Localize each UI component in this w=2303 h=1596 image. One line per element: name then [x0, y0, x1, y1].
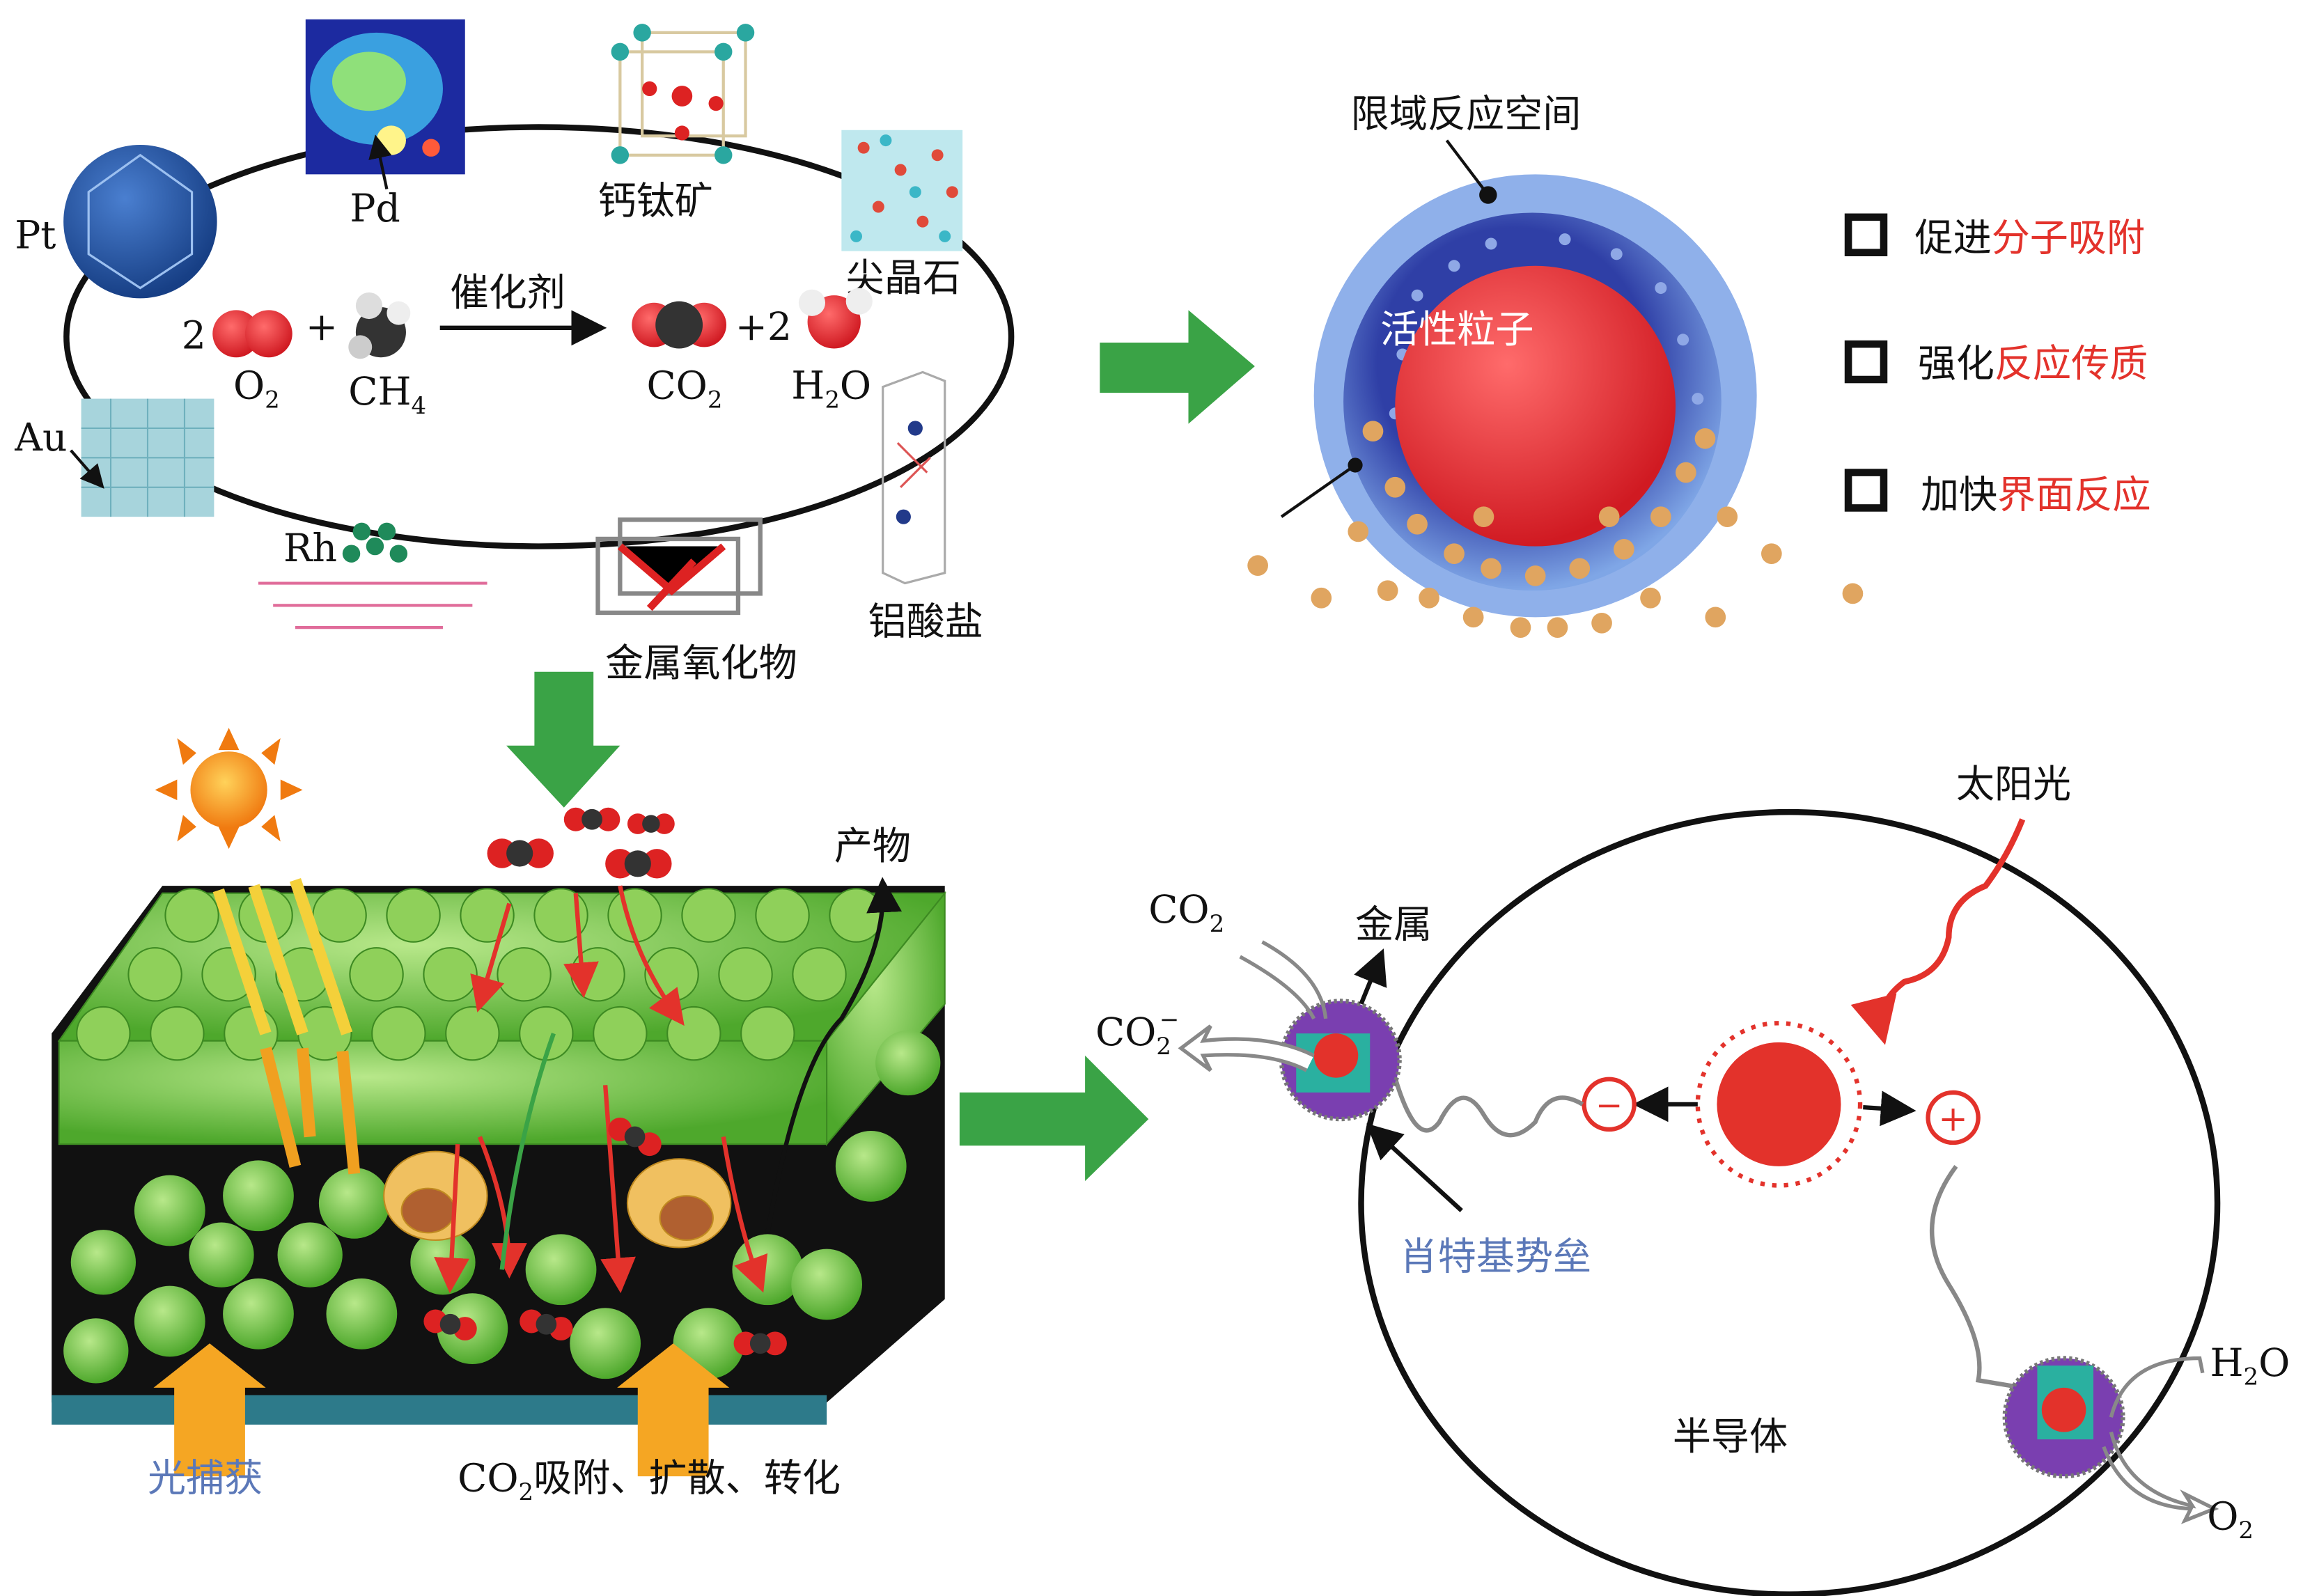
active-particle-core: [1395, 265, 1676, 547]
light-rays: [212, 877, 361, 1175]
co2-input-arrow: [617, 1343, 730, 1477]
sunlight-wave: [1850, 818, 2026, 1045]
metal-cocatalyst-icon: [1279, 999, 1402, 1122]
co2-inflow: [1239, 940, 1328, 1020]
nanorod-array-panel: 产物 光捕获 CO2吸附、扩散、转化: [52, 728, 946, 1505]
label-semiconductor: 半导体: [1673, 1414, 1788, 1459]
green-arrow-right-top: [1100, 310, 1255, 424]
benefit-item: 促进分子吸附: [1844, 213, 2145, 260]
electron-hole-generation-icon: [1695, 1021, 1863, 1188]
pd-pointer: [368, 134, 392, 189]
coef-o2: 2: [182, 313, 206, 357]
benefit-text: 促进分子吸附: [1914, 216, 2145, 260]
label-ch4: CH4: [348, 369, 426, 419]
coef-h2o: +2: [735, 304, 792, 349]
au-image: [81, 398, 214, 517]
green-arrow-right-bottom: [959, 1055, 1149, 1182]
benefit-text: 加快界面反应: [1921, 472, 2151, 517]
hole-path: [1930, 1165, 2023, 1391]
aluminate-structure-icon: [882, 370, 946, 585]
metal-oxide-structure-icon: [595, 517, 763, 616]
metal-pointer: [1354, 948, 1387, 1005]
pointer-particle: [1280, 464, 1357, 518]
catalyst-ring-panel: Pt Pd 钙钛矿 尖晶石 Au Rh 金属氧化物 铝酸盐 催化剂 2 + +2…: [14, 19, 1015, 685]
plus-sign: +: [306, 304, 338, 349]
label-active-particle: 活性粒子: [1380, 307, 1533, 352]
schottky-pointer: [1366, 1123, 1463, 1212]
label-metal: 金属: [1355, 902, 1432, 946]
confined-particle-panel: 限域反应空间 活性粒子 促进分子吸附 强化反应传质 加快界面反应: [1247, 92, 2151, 638]
label-co2-process: CO2吸附、扩散、转化: [458, 1455, 841, 1505]
pd-map-image: [305, 19, 465, 175]
ch4-molecule-icon: [348, 292, 411, 359]
co2-diffusion-arrows: [434, 885, 768, 1294]
porous-clusters: [383, 1150, 732, 1249]
benefit-item: 强化反应传质: [1844, 340, 2148, 386]
label-co2: CO2: [647, 363, 723, 414]
label-h2o: H2O: [791, 363, 871, 414]
co2-molecule-icon: [632, 301, 726, 349]
shell-pores: [1389, 233, 1704, 420]
h2o-molecule-icon: [798, 288, 873, 349]
label-metal-oxide: 金属氧化物: [605, 641, 797, 685]
label-sunlight: 太阳光: [1956, 762, 2071, 806]
reaction-equation: 2 + +2 O2 CH4 CO2 H2O: [182, 288, 873, 419]
hole-icon: +: [1926, 1090, 1981, 1145]
label-light-capture: 光捕获: [148, 1455, 263, 1500]
pointer-space: [1445, 139, 1490, 196]
catalyst-ring: [63, 124, 1015, 549]
checkbox-icon: [1844, 340, 1888, 384]
co2-molecules: [423, 807, 787, 1356]
label-aluminate: 铝酸盐: [868, 600, 983, 644]
sun-icon: [155, 728, 303, 850]
au-pointer: [70, 449, 104, 489]
label-product: 产物: [834, 824, 911, 868]
benefit-item: 加快界面反应: [1844, 469, 2151, 517]
minus-sign: −: [1595, 1086, 1623, 1124]
pointer-dot: [1479, 186, 1497, 204]
electron-path: [1393, 1077, 1584, 1138]
pointer-dot: [1348, 457, 1363, 473]
label-o2: O2: [2207, 1494, 2254, 1544]
rh-cluster-icon: [258, 522, 487, 629]
perovskite-structure-icon: [611, 24, 755, 164]
light-capture-arrow: [153, 1343, 266, 1477]
label-pt: Pt: [15, 212, 56, 257]
electron-icon: −: [1582, 1077, 1637, 1132]
nanorod-tops: [76, 888, 884, 1061]
water-oxidation-arrow: [2102, 1356, 2219, 1524]
checkbox-icon: [1844, 469, 1888, 512]
label-co2: CO2: [1148, 887, 1224, 937]
label-au: Au: [14, 415, 67, 460]
label-perovskite: 钙钛矿: [598, 179, 713, 224]
product-arrow: [765, 877, 902, 1233]
label-o2: O2: [233, 363, 280, 414]
green-arrow-down: [506, 671, 620, 808]
plus-sign: +: [1938, 1098, 1968, 1139]
label-schottky-barrier: 肖特基势垒: [1400, 1234, 1592, 1278]
green-path-arrow: [499, 1033, 556, 1270]
adsorbed-molecules: [1247, 421, 1864, 638]
label-pd: Pd: [350, 186, 400, 230]
label-confined-space: 限域反应空间: [1351, 92, 1582, 136]
pt-nanoparticle-icon: [63, 144, 217, 299]
substrate-base: [52, 1395, 827, 1425]
label-rh: Rh: [283, 526, 337, 570]
green-spheres: [63, 1030, 941, 1384]
o2-molecule-icon: [212, 310, 292, 358]
benefit-list: 促进分子吸附 强化反应传质 加快界面反应: [1844, 213, 2151, 517]
label-co2-anion: CO2−: [1095, 1006, 1179, 1060]
label-catalyst: 催化剂: [451, 270, 565, 315]
photocatalysis-panel: − + 太阳光 CO2 金属 CO2− 肖特基势垒 半导体 H2O O2: [1095, 762, 2290, 1596]
label-h2o: H2O: [2210, 1340, 2290, 1391]
spinel-structure-icon: [841, 130, 963, 251]
hole-arrow: [1863, 1090, 1916, 1127]
checkbox-icon: [1844, 213, 1888, 257]
benefit-text: 强化反应传质: [1918, 341, 2148, 386]
semiconductor-particle: [1358, 809, 2221, 1596]
co2-reduction-arrow: [1178, 1024, 1315, 1072]
oxidation-cocatalyst-icon: [2002, 1356, 2125, 1479]
